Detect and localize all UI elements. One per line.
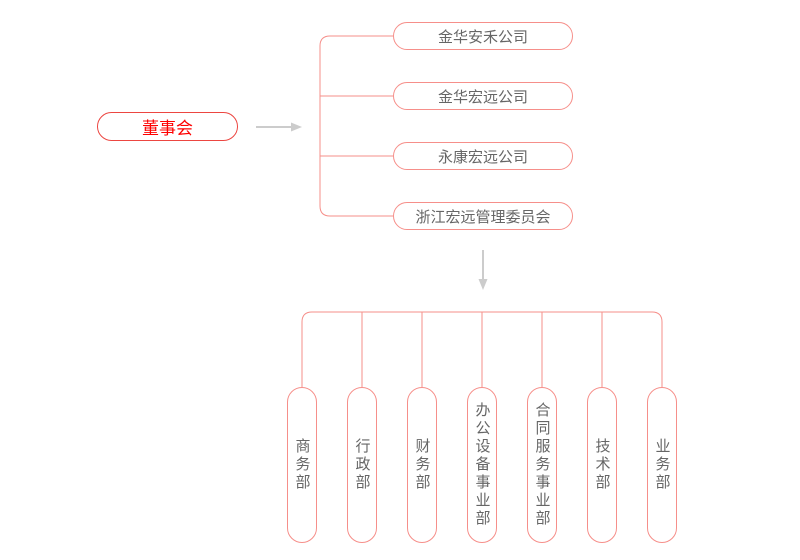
node-subsidiary-4: 浙江宏远管理委员会 (393, 202, 573, 230)
node-subsidiary-3: 永康宏远公司 (393, 142, 573, 170)
node-board: 董事会 (97, 112, 238, 141)
node-department-label: 财务部 (413, 438, 431, 492)
right-arrow-icon (256, 122, 302, 132)
node-department-7: 业务部 (647, 387, 677, 543)
node-department-4: 办公设备事业部 (467, 387, 497, 543)
node-department-label: 合同服务事业部 (533, 402, 551, 528)
node-department-1: 商务部 (287, 387, 317, 543)
subsidiary-bracket-line (319, 35, 393, 217)
node-subsidiary-1: 金华安禾公司 (393, 22, 573, 50)
node-department-label: 业务部 (653, 438, 671, 492)
node-department-label: 技术部 (593, 438, 611, 492)
node-department-5: 合同服务事业部 (527, 387, 557, 543)
node-department-3: 财务部 (407, 387, 437, 543)
node-subsidiary-label: 永康宏远公司 (437, 148, 528, 166)
node-board-label: 董事会 (142, 119, 193, 138)
department-tree-line (301, 311, 663, 387)
node-subsidiary-label: 金华安禾公司 (437, 28, 528, 46)
node-department-label: 行政部 (353, 438, 371, 492)
down-arrow-icon (478, 250, 488, 290)
node-department-6: 技术部 (587, 387, 617, 543)
node-department-2: 行政部 (347, 387, 377, 543)
node-subsidiary-label: 金华宏远公司 (437, 88, 528, 106)
node-department-label: 办公设备事业部 (473, 402, 491, 528)
node-subsidiary-2: 金华宏远公司 (393, 82, 573, 110)
node-department-label: 商务部 (293, 438, 311, 492)
node-subsidiary-label: 浙江宏远管理委员会 (415, 208, 551, 226)
